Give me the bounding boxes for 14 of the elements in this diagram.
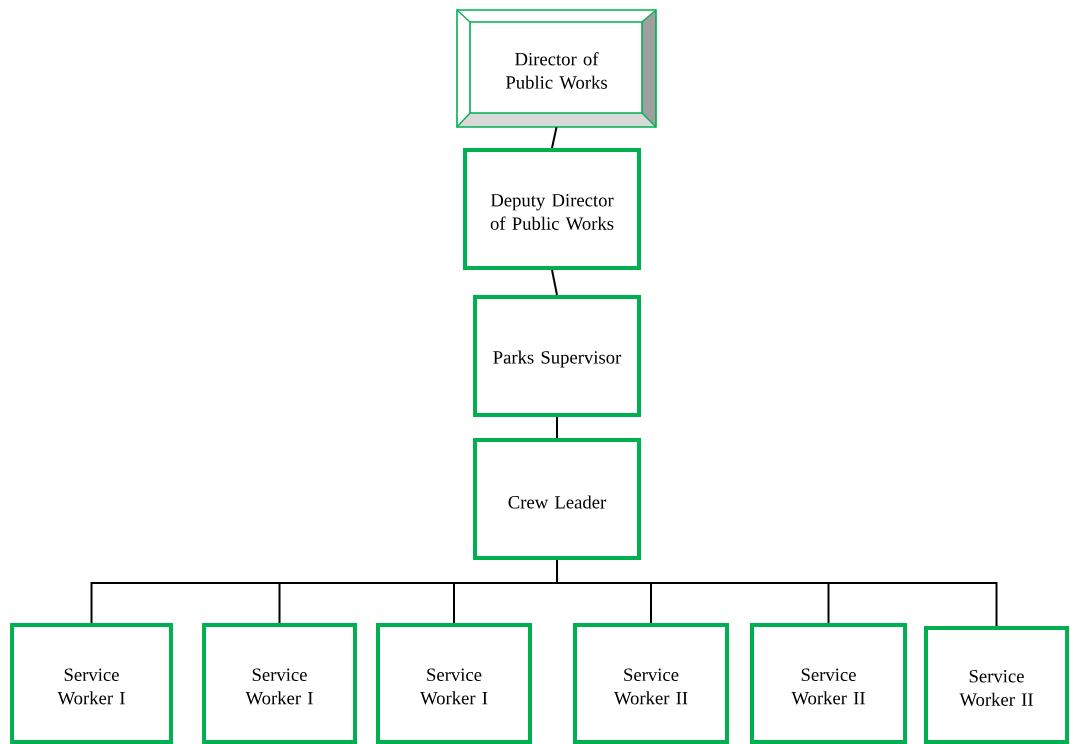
- position-box: Service Worker I: [202, 622, 357, 744]
- connector-line: [551, 269, 558, 296]
- position-box: Service Worker II: [750, 622, 908, 744]
- connector-line: [556, 559, 998, 627]
- title-box: Director of Public Works: [456, 9, 657, 128]
- position-box: Service Worker I: [376, 622, 532, 744]
- position-box: Deputy Director of Public Works: [463, 148, 641, 270]
- position-box: Service Worker II: [924, 626, 1070, 744]
- position-box: Service Worker II: [573, 622, 729, 744]
- connector-line: [551, 126, 558, 149]
- position-box: Service Worker I: [10, 622, 173, 744]
- connector-line: [556, 416, 558, 439]
- position-box: Crew Leader: [473, 438, 641, 560]
- position-box: Parks Supervisor: [473, 295, 641, 417]
